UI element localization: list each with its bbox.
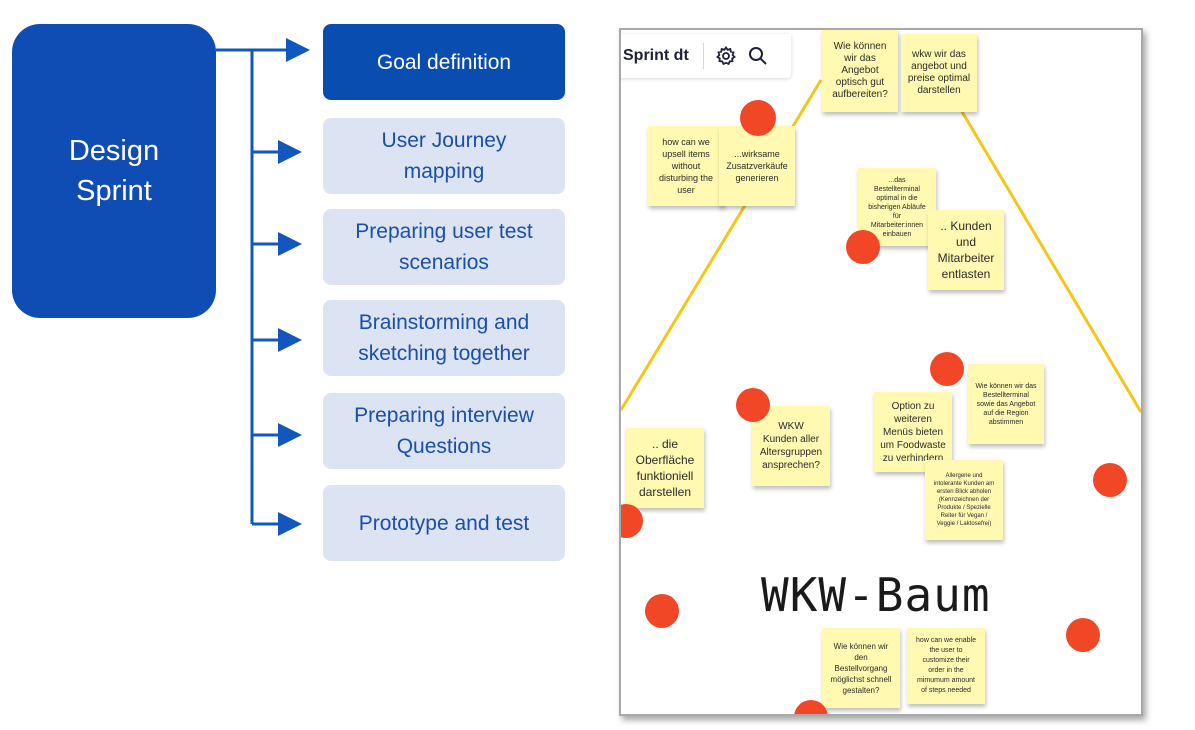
sticky-note-text: .. Kunden und Mitarbeiter entlasten [937,219,995,281]
vote-dot [645,594,679,628]
step-label: Goal definition [376,50,512,74]
sticky-note-text: ...wirksame Zusatzverkäufe generieren [726,149,788,183]
step-preparing-user-test: Preparing user test scenarios [323,209,565,285]
vote-dot [794,700,828,714]
design-sprint-box: Design Sprint [12,24,216,318]
search-icon[interactable] [748,46,768,66]
design-sprint-label: Design Sprint [68,135,160,207]
gear-icon[interactable] [715,46,736,66]
vote-dot [846,230,880,264]
sticky-note[interactable]: how can we upsell items without disturbi… [648,126,724,206]
sticky-note-text: Option zu weiteren Menüs bieten um Foodw… [880,400,946,464]
sticky-note-text: Wie können wir den Bestellvorgang möglic… [830,641,892,695]
sticky-note[interactable]: how can we enable the user to customize … [907,628,985,704]
sticky-note-text: how can we upsell items without disturbi… [658,137,714,195]
sticky-note[interactable]: Wie können wir den Bestellvorgang möglic… [822,628,900,708]
sticky-note-text: Wie können wir das Bestellterminal sowie… [975,382,1037,426]
sticky-note[interactable]: .. die Oberfläche funktioniell darstelle… [626,428,704,508]
sticky-note-text: .. die Oberfläche funktioniell darstelle… [635,437,695,499]
vote-dot [1066,618,1100,652]
vote-dot [736,388,770,422]
board-toolbar: Sprint dt [621,34,791,78]
step-brainstorming: Brainstorming and sketching together [323,300,565,376]
sticky-note[interactable]: WKW Kunden aller Altersgruppen anspreche… [752,406,830,486]
step-user-journey-mapping: User Journey mapping [323,118,565,194]
step-prototype-and-test: Prototype and test [323,485,565,561]
sticky-note-text: Wie können wir das Angebot optisch gut a… [832,41,888,100]
sticky-note[interactable]: .. Kunden und Mitarbeiter entlasten [928,210,1004,290]
step-label: Preparing interview Questions [354,404,534,458]
sticky-note-text: ...das Bestellterminal optimal in die bi… [868,176,926,238]
board-heading: WKW-Baum [761,568,991,622]
step-preparing-interview: Preparing interview Questions [323,393,565,469]
sticky-note-text: Allergene und intolerante Kunden am erst… [933,473,995,527]
step-label: Prototype and test [358,511,530,535]
sticky-note[interactable]: Allergene und intolerante Kunden am erst… [925,460,1003,540]
step-label: Brainstorming and sketching together [358,311,530,365]
sticky-note-text: how can we enable the user to customize … [916,637,976,694]
sticky-note[interactable]: wkw wir das angebot und preise optimal d… [901,34,977,112]
sticky-note-text: WKW Kunden aller Altersgruppen anspreche… [759,421,823,471]
step-goal-definition: Goal definition [323,24,565,100]
sticky-note[interactable]: Wie können wir das Angebot optisch gut a… [822,30,898,112]
vote-dot [1093,463,1127,497]
process-connector [216,38,310,536]
vote-dot [930,352,964,386]
toolbar-divider [702,43,704,69]
sticky-note[interactable]: Wie können wir das Bestellterminal sowie… [968,364,1044,444]
sticky-note[interactable]: ...wirksame Zusatzverkäufe generieren [719,126,795,206]
step-label: Preparing user test scenarios [355,220,533,274]
vote-dot [740,100,776,136]
step-label: User Journey mapping [381,129,507,183]
vote-dot [621,504,643,538]
sticky-note-text: wkw wir das angebot und preise optimal d… [907,49,971,96]
board-title: Sprint dt [623,47,689,64]
sticky-note[interactable]: Option zu weiteren Menüs bieten um Foodw… [874,392,952,472]
sticky-note[interactable]: ...das Bestellterminal optimal in die bi… [858,168,936,246]
whiteboard-screenshot: Sprint dt Wie können wir das Angebot opt… [619,28,1143,716]
